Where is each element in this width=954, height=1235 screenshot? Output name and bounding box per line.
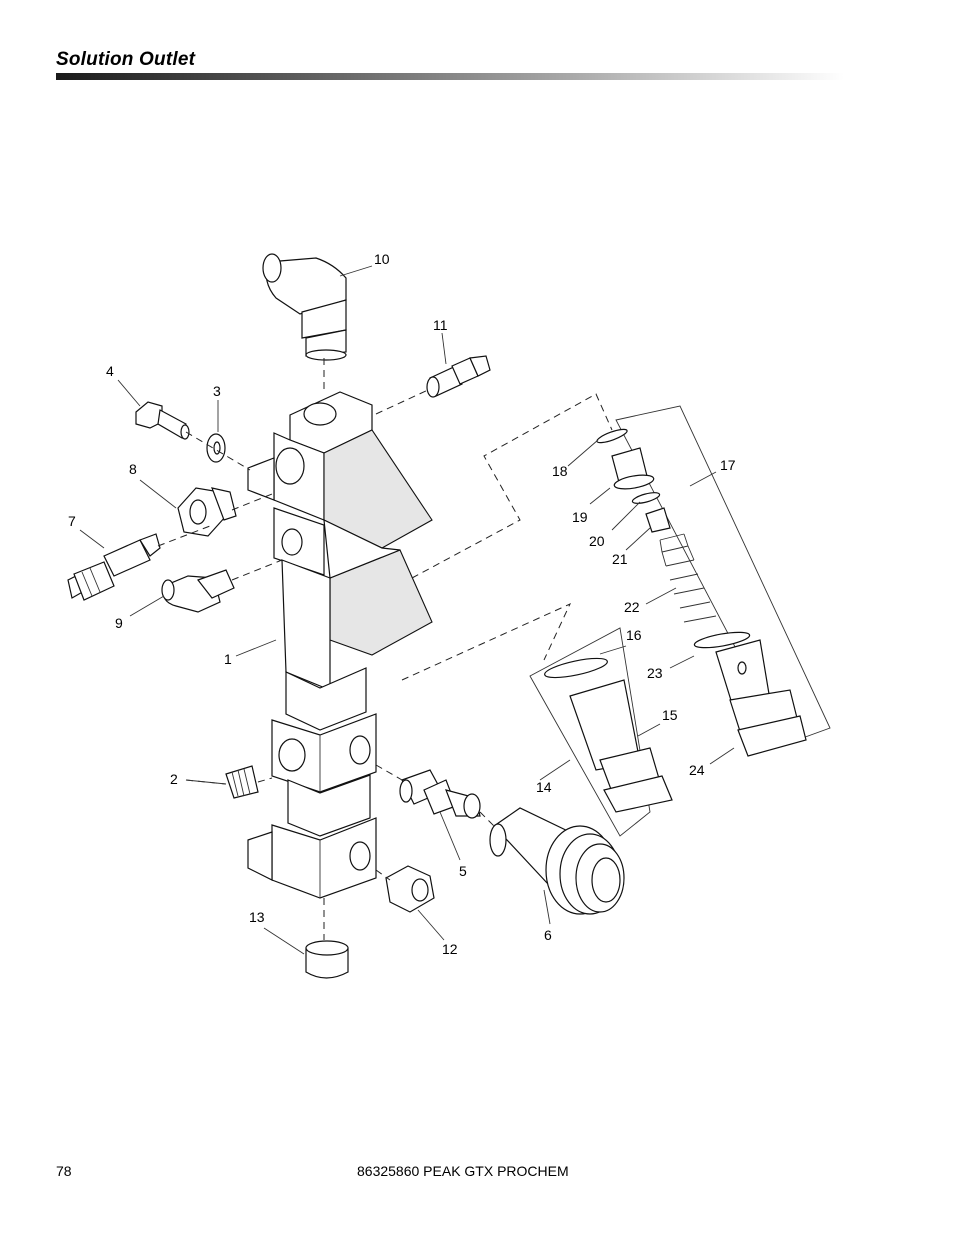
callout-1: 1 [224,651,232,667]
o-ring-16 [544,657,608,679]
cap-12 [385,865,435,913]
callout-2: 2 [170,771,178,787]
leader-lines [79,265,735,955]
fitting-5 [399,769,481,819]
cap-19 [611,447,655,490]
callout-3: 3 [213,383,221,399]
piston-15 [569,679,673,813]
nipple-fitting-11 [426,355,491,398]
callout-21: 21 [612,551,628,567]
callout-24: 24 [689,762,705,778]
section-title: Solution Outlet [56,49,196,70]
cap-13 [305,940,349,979]
elbow-fitting-10 [262,253,347,361]
callout-16: 16 [626,627,642,643]
washer-20 [631,492,661,504]
callout-19: 19 [572,509,588,525]
elbow-9 [161,569,235,613]
hex-adapter-8 [177,487,237,537]
footer-document-id: 86325860 PEAK GTX PROCHEM [357,1163,569,1179]
callout-17: 17 [720,457,736,473]
seat-21 [645,507,671,533]
callout-9: 9 [115,615,123,631]
callout-13: 13 [249,909,265,925]
quick-coupler-6 [489,807,625,915]
callout-20: 20 [589,533,605,549]
callout-15: 15 [662,707,678,723]
callout-5: 5 [459,863,467,879]
callouts: 1 2 3 4 5 6 7 8 9 10 11 12 13 14 15 16 1… [68,251,736,957]
valve-assembly-frame [529,405,831,837]
valve-stem-7 [67,533,161,601]
title-rule [56,73,844,80]
manifold-body [247,391,433,899]
bolt-4 [135,401,190,440]
page-number: 78 [56,1163,72,1179]
callout-23: 23 [647,665,663,681]
callout-8: 8 [129,461,137,477]
callout-22: 22 [624,599,640,615]
spring-22 [659,533,717,623]
threaded-plug-2 [225,765,259,799]
valve-body-24 [715,639,807,757]
callout-7: 7 [68,513,76,529]
callout-6: 6 [544,927,552,943]
callout-11: 11 [433,317,448,333]
callout-10: 10 [374,251,390,267]
callout-4: 4 [106,363,114,379]
callout-18: 18 [552,463,568,479]
washer-3 [206,433,226,463]
callout-12: 12 [442,941,458,957]
callout-14: 14 [536,779,552,795]
o-ring-23 [693,631,751,649]
